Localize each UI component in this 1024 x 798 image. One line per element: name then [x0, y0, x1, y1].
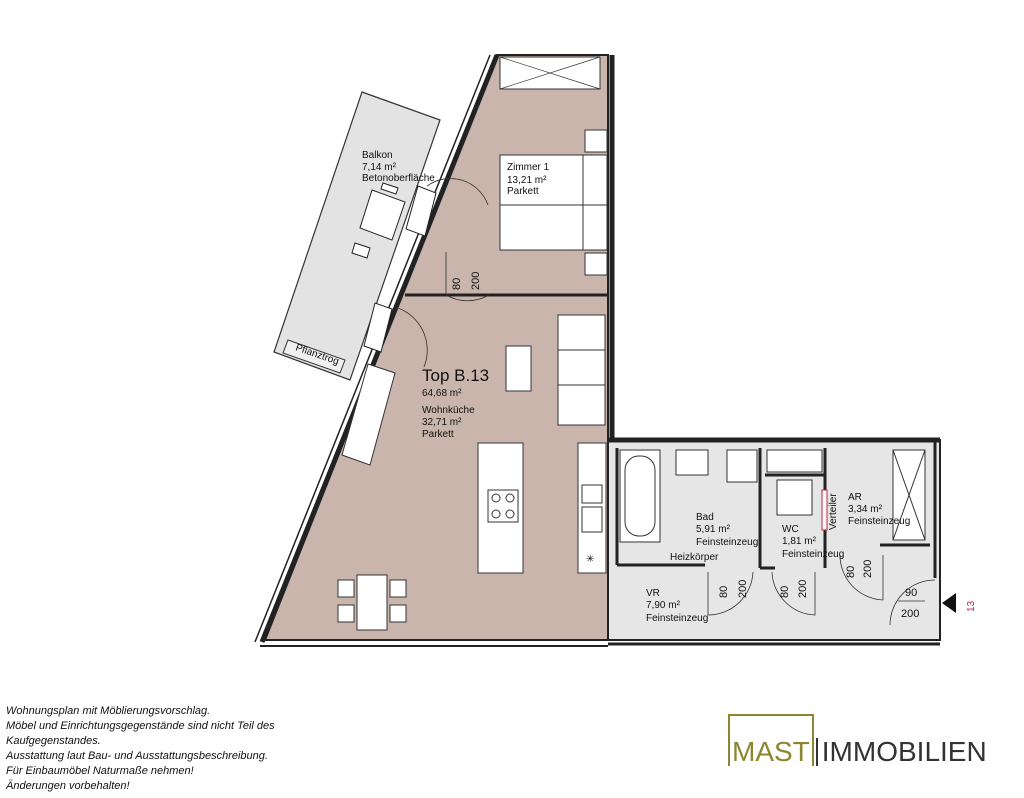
door-dimensions: 80 200 80 200 80 200 80 200 90 200 — [451, 272, 925, 620]
svg-text:200: 200 — [862, 560, 874, 578]
fridge-icon: ✳ — [586, 554, 594, 565]
room-label-balkon: Balkon 7,14 m² Betonoberfläche — [362, 150, 435, 184]
svg-text:200: 200 — [797, 580, 809, 598]
svg-text:Top B.13: Top B.13 — [422, 366, 489, 385]
logo-mast: MAST — [728, 714, 814, 766]
svg-text:90: 90 — [905, 587, 917, 599]
room-label-zimmer-1: Zimmer 1 13,21 m² Parkett — [507, 162, 550, 197]
svg-text:Parkett: Parkett — [507, 186, 539, 197]
room-label-bad: Bad 5,91 m² Feinsteinzeug — [696, 512, 758, 548]
room-label-ar: AR 3,34 m² Feinsteinzeug — [848, 492, 910, 527]
room-label-wc: WC 1,81 m² Feinsteinzeug — [782, 524, 844, 560]
coffee-table — [505, 345, 532, 392]
mast-immobilien-logo: MAST IMMOBILIEN — [728, 710, 987, 766]
sofa — [557, 314, 606, 426]
svg-text:Parkett: Parkett — [422, 429, 454, 440]
svg-text:Feinsteinzeug: Feinsteinzeug — [696, 537, 758, 548]
room-label-vr: VR 7,90 m² Feinsteinzeug — [646, 588, 708, 624]
note-line: Änderungen vorbehalten! — [6, 780, 130, 792]
washing-machine — [726, 449, 758, 483]
svg-text:Feinsteinzeug: Feinsteinzeug — [782, 549, 844, 560]
note-line: Möbel und Einrichtungsgegenstände sind n… — [6, 720, 275, 732]
svg-text:200: 200 — [901, 608, 919, 620]
bed — [499, 129, 608, 276]
svg-text:Betonoberfläche: Betonoberfläche — [362, 173, 435, 184]
room-label-wohnkueche: Wohnküche 32,71 m² Parkett — [422, 405, 475, 440]
service-area — [607, 439, 941, 641]
toilet — [776, 479, 813, 516]
balcony-table — [351, 182, 406, 259]
svg-text:200: 200 — [470, 272, 482, 290]
logo-immobilien: IMMOBILIEN — [815, 738, 987, 766]
svg-text:Balkon: Balkon — [362, 150, 393, 161]
dining-table — [337, 574, 407, 631]
svg-text:VR: VR — [646, 588, 660, 599]
entrance-arrow-icon — [942, 593, 956, 613]
svg-text:AR: AR — [848, 492, 862, 503]
entrance-number: 13 — [966, 600, 977, 612]
svg-text:13,21 m²: 13,21 m² — [507, 175, 547, 186]
radiator-label: Heizkörper — [670, 552, 719, 563]
svg-text:3,34 m²: 3,34 m² — [848, 504, 883, 515]
unit-label: Top B.13 64,68 m² — [422, 366, 489, 399]
svg-text:80: 80 — [451, 278, 463, 290]
svg-text:Feinsteinzeug: Feinsteinzeug — [646, 613, 708, 624]
disclaimer-notes: Wohnungsplan mit Möblierungsvorschlag. M… — [6, 704, 275, 794]
svg-text:80: 80 — [718, 586, 730, 598]
distributor-label: Verteiler — [828, 493, 839, 530]
desk — [341, 363, 396, 466]
svg-text:7,90 m²: 7,90 m² — [646, 600, 681, 611]
svg-text:32,71 m²: 32,71 m² — [422, 417, 462, 428]
svg-text:7,14 m²: 7,14 m² — [362, 162, 397, 173]
svg-text:5,91 m²: 5,91 m² — [696, 524, 731, 535]
note-line: Kaufgegenstandes. — [6, 735, 101, 747]
note-line: Ausstattung laut Bau- und Ausstattungsbe… — [6, 750, 268, 762]
kitchen-island — [477, 442, 524, 574]
kitchen-counter — [577, 442, 607, 574]
svg-text:Feinsteinzeug: Feinsteinzeug — [848, 516, 910, 527]
svg-text:200: 200 — [737, 580, 749, 598]
sink — [675, 449, 709, 476]
planter — [282, 339, 346, 374]
svg-text:64,68 m²: 64,68 m² — [422, 388, 462, 399]
svg-text:Wohnküche: Wohnküche — [422, 405, 475, 416]
svg-text:Bad: Bad — [696, 512, 714, 523]
note-line: Wohnungsplan mit Möblierungsvorschlag. — [6, 705, 211, 717]
svg-text:WC: WC — [782, 524, 799, 535]
balcony-area — [273, 91, 441, 381]
note-line: Für Einbaumöbel Naturmaße nehmen! — [6, 765, 194, 777]
svg-text:80: 80 — [845, 566, 857, 578]
svg-text:1,81 m²: 1,81 m² — [782, 536, 817, 547]
floor-plan: Pflanztrog — [254, 54, 977, 647]
svg-text:Zimmer 1: Zimmer 1 — [507, 162, 550, 173]
svg-text:80: 80 — [779, 586, 791, 598]
